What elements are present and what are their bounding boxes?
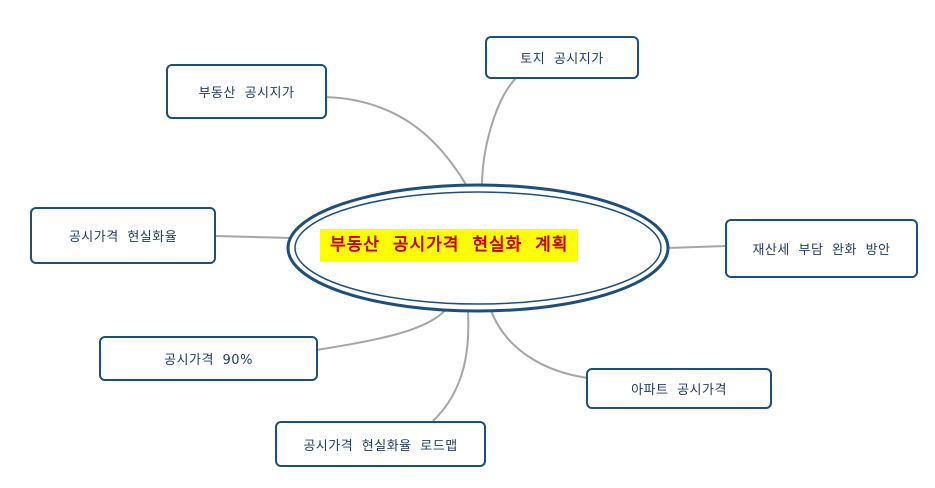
connector-tax-relief (666, 245, 727, 249)
connector-roadmap (432, 309, 470, 422)
node-price-90[interactable]: 공시가격 90% (99, 336, 318, 381)
node-roadmap-label: 공시가격 현실화율 로드맵 (303, 438, 458, 454)
node-tax-relief-label: 재산세 부담 완화 방안 (752, 243, 891, 258)
connector-property-land-price (325, 96, 469, 189)
connector-apartment-price (489, 307, 589, 379)
node-realization-rate[interactable]: 공시가격 현실화율 (30, 207, 216, 264)
node-property-land-price[interactable]: 부동산 공시지가 (166, 64, 327, 119)
connector-land-price (481, 77, 517, 187)
node-apartment-price-label: 아파트 공시가격 (631, 383, 727, 398)
connector-price-90 (315, 307, 448, 351)
node-apartment-price[interactable]: 아파트 공시가격 (586, 368, 772, 409)
node-property-land-price-label: 부동산 공시지가 (198, 86, 295, 101)
connector-realization-rate (214, 235, 293, 239)
node-land-price-label: 토지 공시지가 (520, 52, 604, 67)
node-roadmap[interactable]: 공시가격 현실화율 로드맵 (275, 421, 486, 467)
node-land-price[interactable]: 토지 공시지가 (485, 36, 639, 79)
node-realization-rate-label: 공시가격 현실화율 (68, 230, 178, 245)
central-topic[interactable]: 부동산 공시가격 현실화 계획 (320, 229, 579, 261)
node-tax-relief[interactable]: 재산세 부담 완화 방안 (725, 219, 918, 278)
connectors (214, 77, 727, 422)
node-price-90-label: 공시가격 90% (164, 353, 253, 368)
